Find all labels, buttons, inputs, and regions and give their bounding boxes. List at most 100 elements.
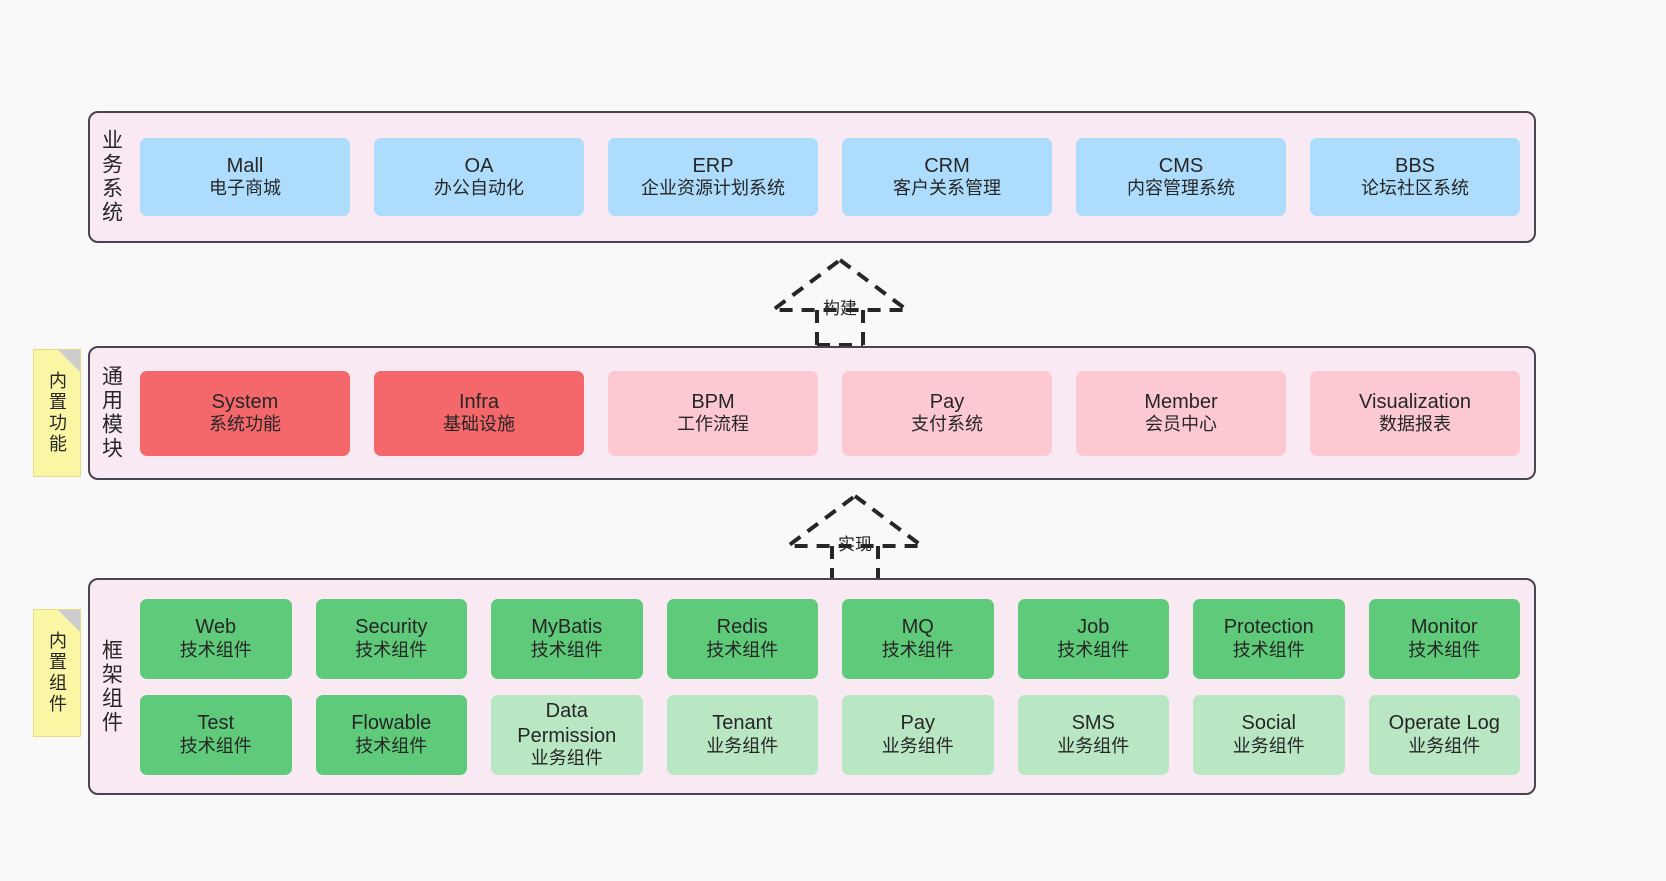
node-title: SMS [1071, 712, 1115, 735]
note-fold-corner-icon [58, 610, 80, 632]
note-builtin-components: 内置组件 [33, 609, 81, 737]
node-subtitle: 技术组件 [179, 639, 252, 660]
node-title: Infra [458, 390, 500, 413]
section-label-framework-components: 框架组件 [99, 638, 123, 735]
note-builtin-features-label: 内置功能 [47, 371, 67, 455]
node-title: Member [1144, 390, 1218, 413]
note-fold-corner-icon [58, 350, 80, 372]
node-title: Operate Log [1388, 712, 1500, 735]
connector-implement: 实现 [770, 488, 940, 583]
generalization-arrow-icon [766, 257, 914, 347]
node-subtitle: 系统功能 [209, 414, 281, 435]
node-subtitle: 业务组件 [706, 735, 779, 756]
node-subtitle: 技术组件 [1057, 639, 1130, 660]
node-title: Social [1241, 712, 1296, 735]
node-subtitle: 论坛社区系统 [1361, 178, 1469, 199]
node-subtitle: 客户关系管理 [893, 178, 1001, 199]
node-subtitle: 办公自动化 [434, 178, 524, 199]
node-subtitle: 业务组件 [1232, 735, 1305, 756]
node-title: Monitor [1410, 616, 1478, 639]
node-title: MyBatis [531, 616, 603, 639]
node-subtitle: 会员中心 [1145, 414, 1217, 435]
node-subtitle: 电子商城 [209, 178, 281, 199]
connector-implement-label: 实现 [838, 535, 872, 554]
node-subtitle: 数据报表 [1379, 414, 1451, 435]
node-title: Protection [1223, 616, 1314, 639]
node-subtitle: 内容管理系统 [1127, 178, 1235, 199]
node-subtitle: 业务组件 [530, 747, 603, 768]
node-subtitle: 技术组件 [1408, 639, 1481, 660]
connector-build-label: 构建 [823, 299, 857, 318]
node-subtitle: 技术组件 [1232, 639, 1305, 660]
node-subtitle: 技术组件 [706, 639, 779, 660]
node-subtitle: 业务组件 [1057, 735, 1130, 756]
node-subtitle: 支付系统 [911, 414, 983, 435]
node-subtitle: 技术组件 [179, 735, 252, 756]
node-title: System [211, 390, 279, 413]
node-title: Data Permission [517, 700, 617, 747]
node-title: CMS [1158, 154, 1204, 177]
node-subtitle: 企业资源计划系统 [641, 178, 785, 199]
node-title: OA [464, 154, 494, 177]
section-label-common-modules: 通用模块 [99, 365, 123, 461]
node-title: Tenant [712, 712, 773, 735]
node-title: ERP [692, 154, 734, 177]
node-title: BPM [691, 390, 735, 413]
note-builtin-components-label: 内置组件 [47, 631, 67, 715]
connector-build: 构建 [755, 252, 925, 347]
node-subtitle: 业务组件 [881, 735, 954, 756]
node-subtitle: 技术组件 [530, 639, 603, 660]
node-subtitle: 工作流程 [677, 414, 749, 435]
node-title: Security [355, 616, 428, 639]
section-label-business-systems: 业务系统 [99, 129, 123, 225]
node-title: CRM [924, 154, 970, 177]
node-title: Redis [716, 616, 768, 639]
node-title: BBS [1394, 154, 1436, 177]
node-title: Pay [900, 712, 935, 735]
node-title: Web [195, 616, 237, 639]
node-title: Mall [226, 154, 264, 177]
node-title: Flowable [351, 712, 432, 735]
node-title: Pay [929, 390, 965, 413]
node-subtitle: 技术组件 [355, 735, 428, 756]
node-subtitle: 业务组件 [1408, 735, 1481, 756]
